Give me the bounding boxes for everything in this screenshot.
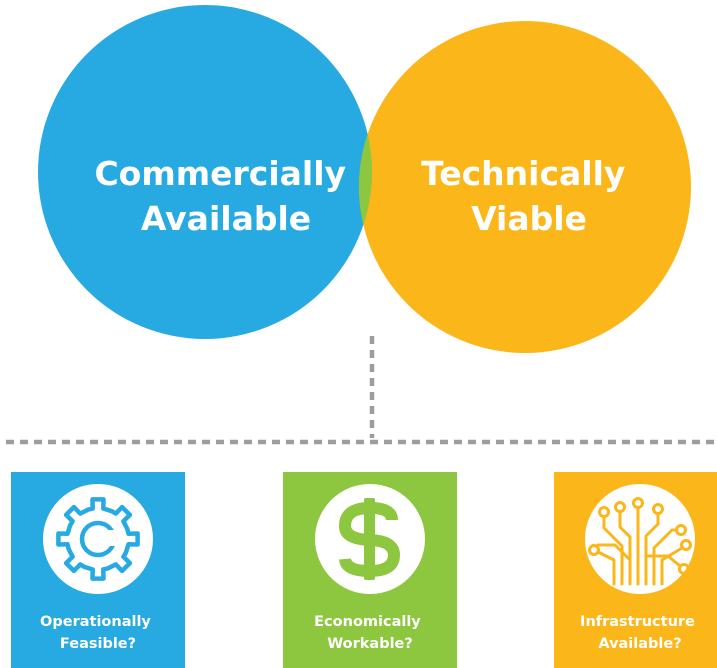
commercially-available-line-1: Commercially [94,154,346,193]
economically-workable-label: Economically Workable? [314,614,426,652]
technically-viable-line-1: Technically [421,154,625,193]
dollar-icon [338,498,401,580]
card-infrastructure-available: Infrastructure Available? [554,472,717,668]
gear-icon [56,497,140,581]
operationally-feasible-label: Operationally Feasible? [40,614,156,652]
technically-viable-label: Technically Viable [421,154,637,238]
card-label-line-2: Workable? [327,636,413,652]
card-label-line-2: Feasible? [60,636,136,652]
technically-viable-circle [359,21,691,353]
card-economically-workable: Economically Workable? [283,472,457,668]
commercially-available-label: Commercially Available [94,154,357,238]
technically-viable-line-2: Viable [471,199,587,238]
commercially-available-line-2: Available [141,199,311,238]
infrastructure-available-label: Infrastructure Available? [580,614,700,652]
card-label-line-1: Infrastructure [580,614,695,630]
circuit-icon [588,497,692,586]
card-label-line-1: Operationally [40,614,151,630]
commercially-available-circle [38,5,372,339]
card-operationally-feasible: Operationally Feasible? [11,472,185,668]
card-label-line-1: Economically [314,614,421,630]
card-label-line-2: Available? [598,636,681,652]
